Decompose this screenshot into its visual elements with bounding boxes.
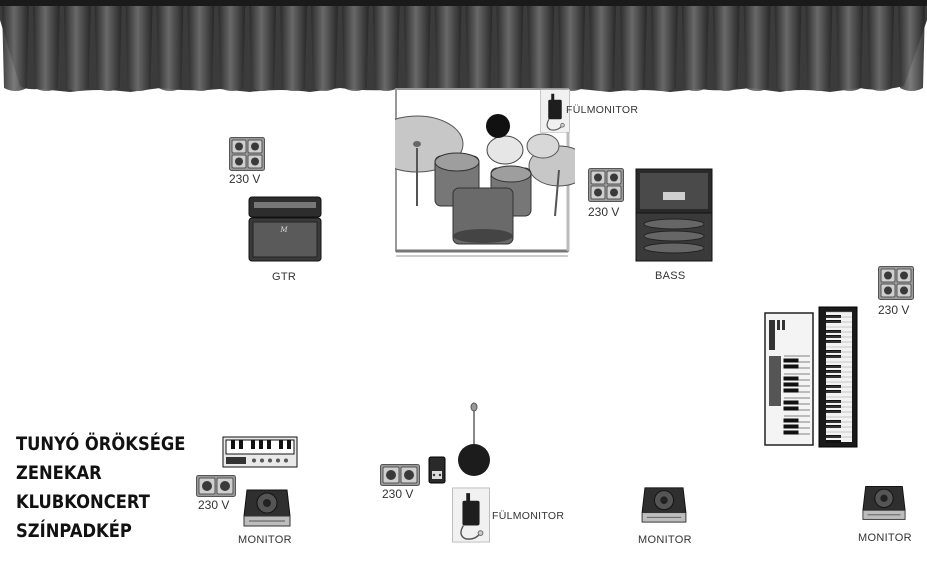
center-power-label: 230 V bbox=[382, 487, 414, 501]
title-line-2: ZENEKAR bbox=[16, 462, 102, 484]
floor-monitor-icon bbox=[641, 484, 687, 524]
bass-amp-label: BASS bbox=[655, 270, 686, 282]
monitor-right bbox=[862, 482, 906, 522]
left-power-label: 230 V bbox=[198, 498, 230, 512]
stage-plot-title: TUNYÓ ÖRÖKSÉGE ZENEKAR KLUBKONCERT SZÍNP… bbox=[16, 430, 185, 546]
small-synth bbox=[222, 436, 298, 468]
effect-pedal bbox=[428, 456, 446, 484]
keyboard-icon bbox=[818, 306, 858, 448]
monitor-right-label: MONITOR bbox=[858, 532, 912, 544]
monitor-left bbox=[243, 486, 291, 528]
effect-pedal-icon bbox=[428, 456, 446, 484]
drum-kit-icon bbox=[395, 88, 575, 257]
synth-controller bbox=[764, 312, 814, 446]
power-outlet-icon bbox=[380, 464, 420, 486]
keys-power-label: 230 V bbox=[878, 303, 910, 317]
guitar-amp-icon: M bbox=[248, 196, 322, 262]
vocal-in-ear-label: FÜLMONITOR bbox=[492, 510, 565, 522]
stage-curtain bbox=[0, 0, 927, 96]
synth-icon bbox=[764, 312, 814, 446]
in-ear-receiver-icon bbox=[452, 484, 490, 546]
vocal-mic-stand bbox=[455, 402, 493, 478]
bass-amp bbox=[635, 168, 713, 262]
gtr-power-outlet bbox=[229, 137, 265, 171]
microphone-stand-icon bbox=[458, 402, 490, 476]
power-outlet-icon bbox=[588, 168, 624, 202]
guitar-amp: M bbox=[248, 196, 322, 262]
monitor-center bbox=[641, 484, 687, 524]
vocal-in-ear-receiver bbox=[452, 484, 490, 546]
monitor-center-label: MONITOR bbox=[638, 534, 692, 546]
left-power-outlet bbox=[196, 475, 236, 497]
power-outlet-icon bbox=[878, 266, 914, 300]
stage-keyboard bbox=[818, 306, 858, 448]
title-line-4: SZÍNPADKÉP bbox=[16, 520, 132, 542]
stage-curtain-icon bbox=[0, 0, 927, 92]
drum-riser bbox=[395, 88, 575, 262]
power-outlet-icon bbox=[196, 475, 236, 497]
bass-power-label: 230 V bbox=[588, 205, 620, 219]
gtr-power-label: 230 V bbox=[229, 172, 261, 186]
title-line-3: KLUBKONCERT bbox=[16, 491, 150, 513]
title-line-1: TUNYÓ ÖRÖKSÉGE bbox=[16, 433, 186, 455]
synth-icon bbox=[222, 436, 298, 468]
bass-amp-icon bbox=[635, 168, 713, 262]
center-power-outlet bbox=[380, 464, 420, 486]
drum-in-ear-label: FÜLMONITOR bbox=[566, 104, 639, 116]
guitar-amp-label: GTR bbox=[272, 271, 297, 283]
svg-text:M: M bbox=[279, 226, 288, 234]
keys-power-outlet bbox=[878, 266, 914, 300]
floor-monitor-icon bbox=[243, 486, 291, 528]
power-outlet-icon bbox=[229, 137, 265, 171]
monitor-left-label: MONITOR bbox=[238, 534, 292, 546]
bass-power-outlet bbox=[588, 168, 624, 202]
floor-monitor-icon bbox=[862, 482, 906, 522]
